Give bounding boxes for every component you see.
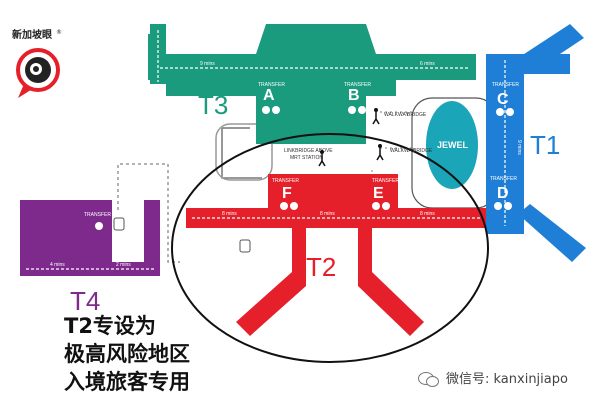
t2-sw-pier [236,228,306,336]
t1-east-bar [518,54,570,74]
transfer-icon [506,108,514,116]
t2-time-left: 8 mins [222,211,237,217]
t4-label: T4 [70,286,100,316]
walker-icon [318,150,326,167]
t4-bar [20,262,160,276]
transfer-icon [504,202,512,210]
t2-time-mid: 8 mins [320,211,335,217]
transfer-icons [95,106,514,230]
terminal-2-area [186,174,486,336]
linkbridge-label-2: MRT STATION [290,155,323,161]
transfer-label-e: TRANSFER [372,178,399,184]
t2-highlight-ellipse [171,133,489,363]
t4-time-left: 4 mins [50,262,65,268]
transfer-label-f: TRANSFER [272,178,299,184]
wechat-watermark: 微信号: kanxinjiapo [418,368,568,387]
t3-label: T3 [198,90,228,120]
watermark-text: 微信号: kanxinjiapo [446,372,568,387]
jewel-dome [426,101,478,189]
logo-text: 新加坡眼 [12,28,52,41]
jewel-label: JEWEL [437,140,469,150]
linkbridge-label-1: LINKBRIDGE ABOVE [284,148,333,154]
transfer-icon [280,202,288,210]
connector-dotted-t4 [117,163,180,263]
zone-b-label: B [348,87,360,104]
t3-body [148,24,476,144]
t2-pier-bar [186,208,486,228]
zone-d-label: D [497,185,509,202]
t2-se-pier [358,228,424,336]
walkway-bridge-label-2: WALKWAY [390,148,415,154]
logo-mark: ® [56,29,62,36]
transfer-label-c: TRANSFER [492,82,519,88]
transfer-icon [290,202,298,210]
t4-pier [144,200,160,276]
caption-line-1: T2专设为 [64,314,156,338]
walker-icon [372,108,380,125]
transfer-icon [358,106,366,114]
walkway-bridge-label-1b: BRIDGE [407,112,427,118]
terminal-4-area [20,200,160,276]
t1-time-vertical: 9 mins [516,140,522,155]
zone-e-label: E [373,185,384,202]
transfer-icon [372,202,380,210]
transfer-label-a: TRANSFER [258,82,285,88]
zone-a-label: A [263,87,275,104]
transfer-icon [496,108,504,116]
zone-f-label: F [282,185,292,202]
transfer-label-t4: TRANSFER [84,212,111,218]
train-icon [239,239,251,253]
skytrain-box [215,123,273,181]
t2-label: T2 [306,252,336,282]
transfer-label-d: TRANSFER [490,176,517,182]
walker-icon [376,144,384,161]
transfer-icon [348,106,356,114]
caption: T2专设为 极高风险地区 入境旅客专用 [64,312,190,396]
train-icon [113,217,125,231]
transfer-icon [494,202,502,210]
wechat-icon [418,370,440,387]
transfer-icon [272,106,280,114]
t3-west-arm [150,24,166,84]
brand-logo: 新加坡眼 ® [12,28,62,98]
walkway-bridge-label-1: WALKWAY [384,112,409,118]
zone-c-label: C [497,91,509,108]
transfer-icon [382,202,390,210]
t3-time-top: 9 mins [200,61,215,67]
caption-line-3: 入境旅客专用 [64,370,190,394]
transfer-icon [95,222,103,230]
transfer-label-b: TRANSFER [344,82,371,88]
walkway-bridge-label-2b: BRIDGE [413,148,433,154]
t2-time-right: 8 mins [420,211,435,217]
t3-time-right: 6 mins [420,61,435,67]
transfer-icon [262,106,270,114]
terminal-3-area [148,24,476,144]
t1-label: T1 [530,130,560,160]
t4-time-right: 2 mins [116,262,131,268]
caption-line-2: 极高风险地区 [64,342,190,366]
t1-south-arm [518,204,586,262]
